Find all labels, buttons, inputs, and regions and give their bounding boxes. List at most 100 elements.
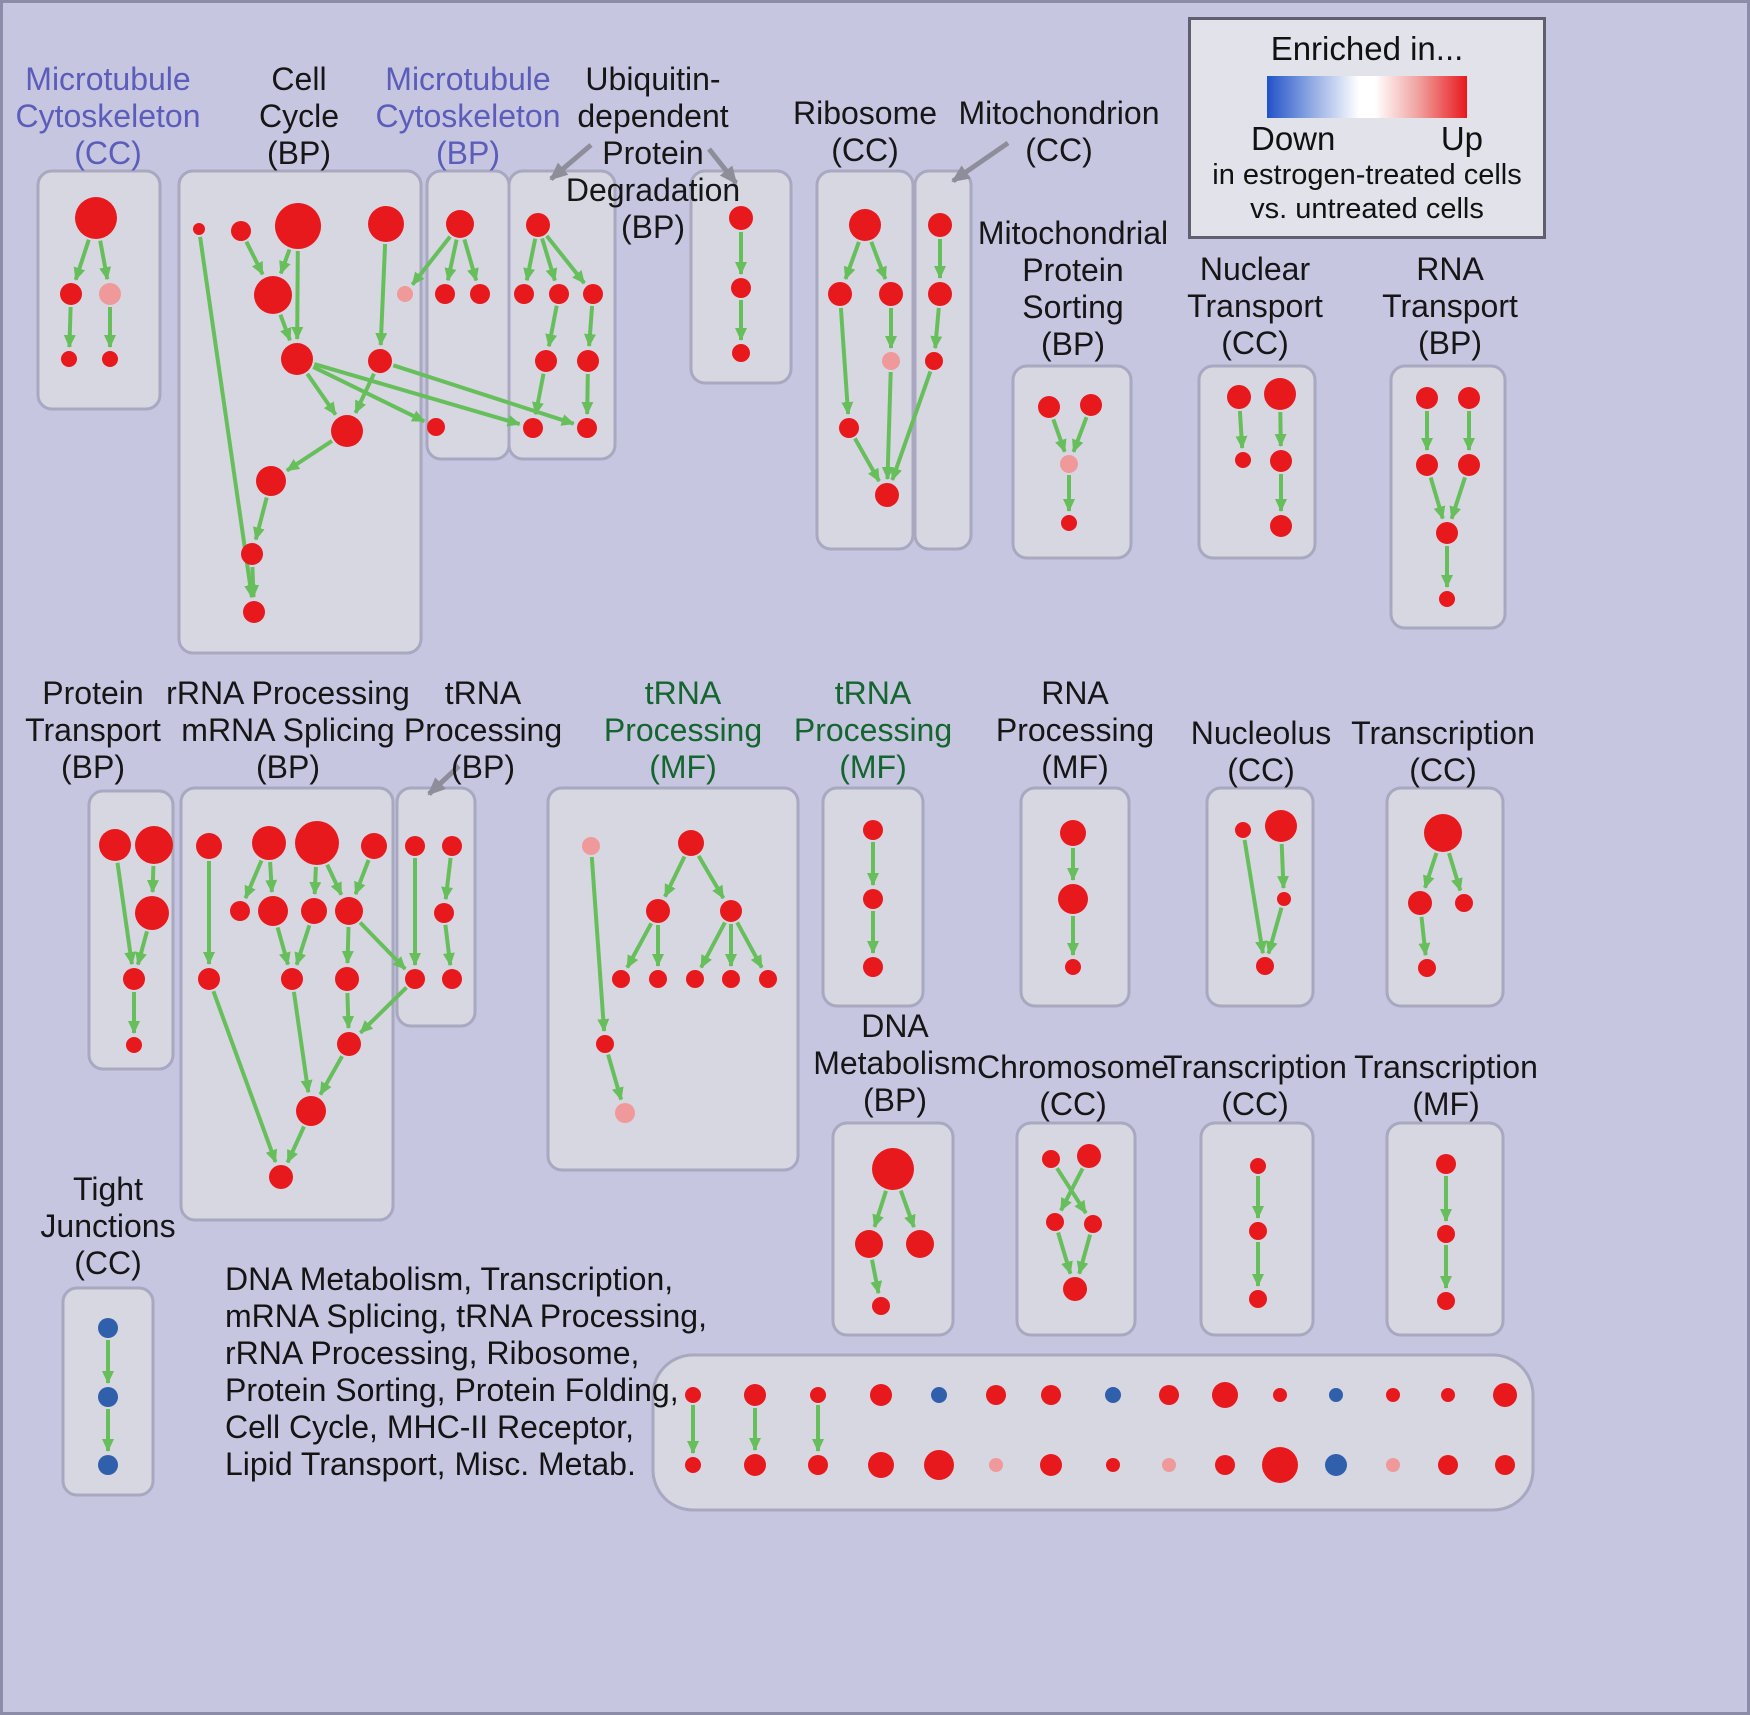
label-microtubule-bp: Microtubule Cytoskeleton (BP) <box>375 61 561 171</box>
node-rr13 <box>296 1096 326 1126</box>
label-nucleolus: Nucleolus (CC) <box>1190 715 1332 788</box>
node-cc1 <box>193 223 205 235</box>
node-ms7b <box>1040 1454 1062 1476</box>
node-ms3t <box>810 1387 826 1403</box>
edge-rr6-rr10 <box>275 926 291 966</box>
layer-edges <box>63 232 1475 1454</box>
node-pt4 <box>123 968 145 990</box>
box-trna-processing-mf-large <box>546 786 800 1172</box>
edge-mt1-mt2 <box>444 239 459 282</box>
node-tm7 <box>686 970 704 988</box>
node-ub7 <box>523 418 543 438</box>
node-tm9 <box>759 970 777 988</box>
node-mi2 <box>928 282 952 306</box>
node-ch4 <box>1084 1215 1102 1233</box>
label-trna-processing-mf-small: tRNA Processing (MF) <box>793 675 953 785</box>
edge-mc1-mc3 <box>98 240 112 281</box>
node-mp3 <box>1060 455 1078 473</box>
label-trna-processing-bp: tRNA Processing (BP) <box>403 675 563 785</box>
edge-mt1-cc6 <box>410 235 452 286</box>
node-nt4 <box>1270 450 1292 472</box>
edge-tb2-tb3 <box>441 857 454 901</box>
node-rr12 <box>337 1032 361 1056</box>
edge-mp2-mp3 <box>1071 416 1089 453</box>
node-rb3 <box>879 282 903 306</box>
node-rp3 <box>1065 959 1081 975</box>
node-ubb1 <box>729 206 753 230</box>
legend-title: Enriched in... <box>1270 30 1464 67</box>
node-ms13t <box>1386 1388 1400 1402</box>
legend-subtitle-line1: in estrogen-treated cells <box>1212 159 1522 191</box>
box-microtubule-cc <box>36 169 162 411</box>
edge-rr7-rr10 <box>294 924 312 966</box>
legend-down-label: Down <box>1251 120 1336 157</box>
node-rb2 <box>828 282 852 306</box>
edge-rb2-rb5 <box>838 307 854 415</box>
box-nuclear-transport <box>1197 364 1317 560</box>
edge-rt3-rt5 <box>1428 476 1446 520</box>
pointer-arrow-4 <box>427 764 461 796</box>
node-ts1 <box>863 820 883 840</box>
edge-ub1-ub3 <box>540 237 558 282</box>
node-ch2 <box>1077 1144 1101 1168</box>
node-nt2 <box>1264 378 1296 410</box>
edge-cc1-cc12 <box>198 236 257 599</box>
edge-rr2-rr5 <box>243 859 264 900</box>
node-cc12 <box>243 601 265 623</box>
node-ms7t <box>1041 1385 1061 1405</box>
node-tc4 <box>1418 959 1436 977</box>
node-rb4 <box>882 352 900 370</box>
label-transcription-cc-b: Transcription (CC) <box>1163 1049 1347 1122</box>
node-tb1 <box>405 836 425 856</box>
edge-cc7-mt4 <box>312 365 426 424</box>
box-dna-metabolism <box>831 1121 955 1337</box>
node-rr3 <box>295 821 339 865</box>
node-cc7 <box>281 343 313 375</box>
box-chromosome <box>1015 1121 1137 1337</box>
edge-ub5-ub7 <box>532 373 546 416</box>
edge-tb3-tb5 <box>442 924 455 967</box>
node-rt6 <box>1439 591 1455 607</box>
node-t3a <box>1436 1154 1456 1174</box>
edge-cc7-ub7 <box>313 362 521 427</box>
node-ch3 <box>1046 1213 1064 1231</box>
label-transcription-cc-a: Transcription (CC) <box>1351 715 1535 788</box>
node-cc10 <box>256 466 286 496</box>
node-rb6 <box>875 483 899 507</box>
node-pt1 <box>99 829 131 861</box>
node-ch1 <box>1042 1150 1060 1168</box>
node-cc8 <box>368 349 392 373</box>
node-rr14 <box>269 1165 293 1189</box>
edge-cc4-cc8 <box>375 243 388 346</box>
node-tm11 <box>615 1103 635 1123</box>
node-ub8 <box>577 418 597 438</box>
edge-ub4-ub6 <box>584 305 596 347</box>
pointer-arrow-3 <box>951 140 1010 184</box>
node-rr6 <box>258 896 288 926</box>
label-rna-processing-mf: RNA Processing (MF) <box>995 675 1155 785</box>
box-ubiquitin-degradation-b <box>689 169 793 385</box>
node-pt3 <box>135 896 169 930</box>
edge-ub3-ub5 <box>545 305 559 348</box>
node-t3b <box>1437 1225 1455 1243</box>
node-rt2 <box>1458 387 1480 409</box>
node-t2b <box>1249 1222 1267 1240</box>
node-ms6b <box>989 1458 1003 1472</box>
node-ms13b <box>1386 1458 1400 1472</box>
edge-tm4-tm9 <box>735 921 764 969</box>
edge-cc9-cc10 <box>285 439 334 473</box>
edge-dm2-dm4 <box>870 1259 883 1295</box>
edge-rr3-rr8 <box>325 863 344 896</box>
edge-rr13-rr14 <box>285 1125 306 1164</box>
edge-mc1-mc2 <box>73 239 91 281</box>
edge-cc5-cc7 <box>278 313 292 342</box>
label-transcription-mf: Transcription (MF) <box>1354 1049 1538 1122</box>
node-tm6 <box>649 970 667 988</box>
edge-nt2-nt4 <box>1274 411 1287 447</box>
edge-rb1-rb3 <box>869 241 888 280</box>
node-tm3 <box>646 899 670 923</box>
node-ms4b <box>868 1452 894 1478</box>
node-tm1 <box>582 837 600 855</box>
node-ms5b <box>924 1450 954 1480</box>
node-mc2 <box>60 283 82 305</box>
